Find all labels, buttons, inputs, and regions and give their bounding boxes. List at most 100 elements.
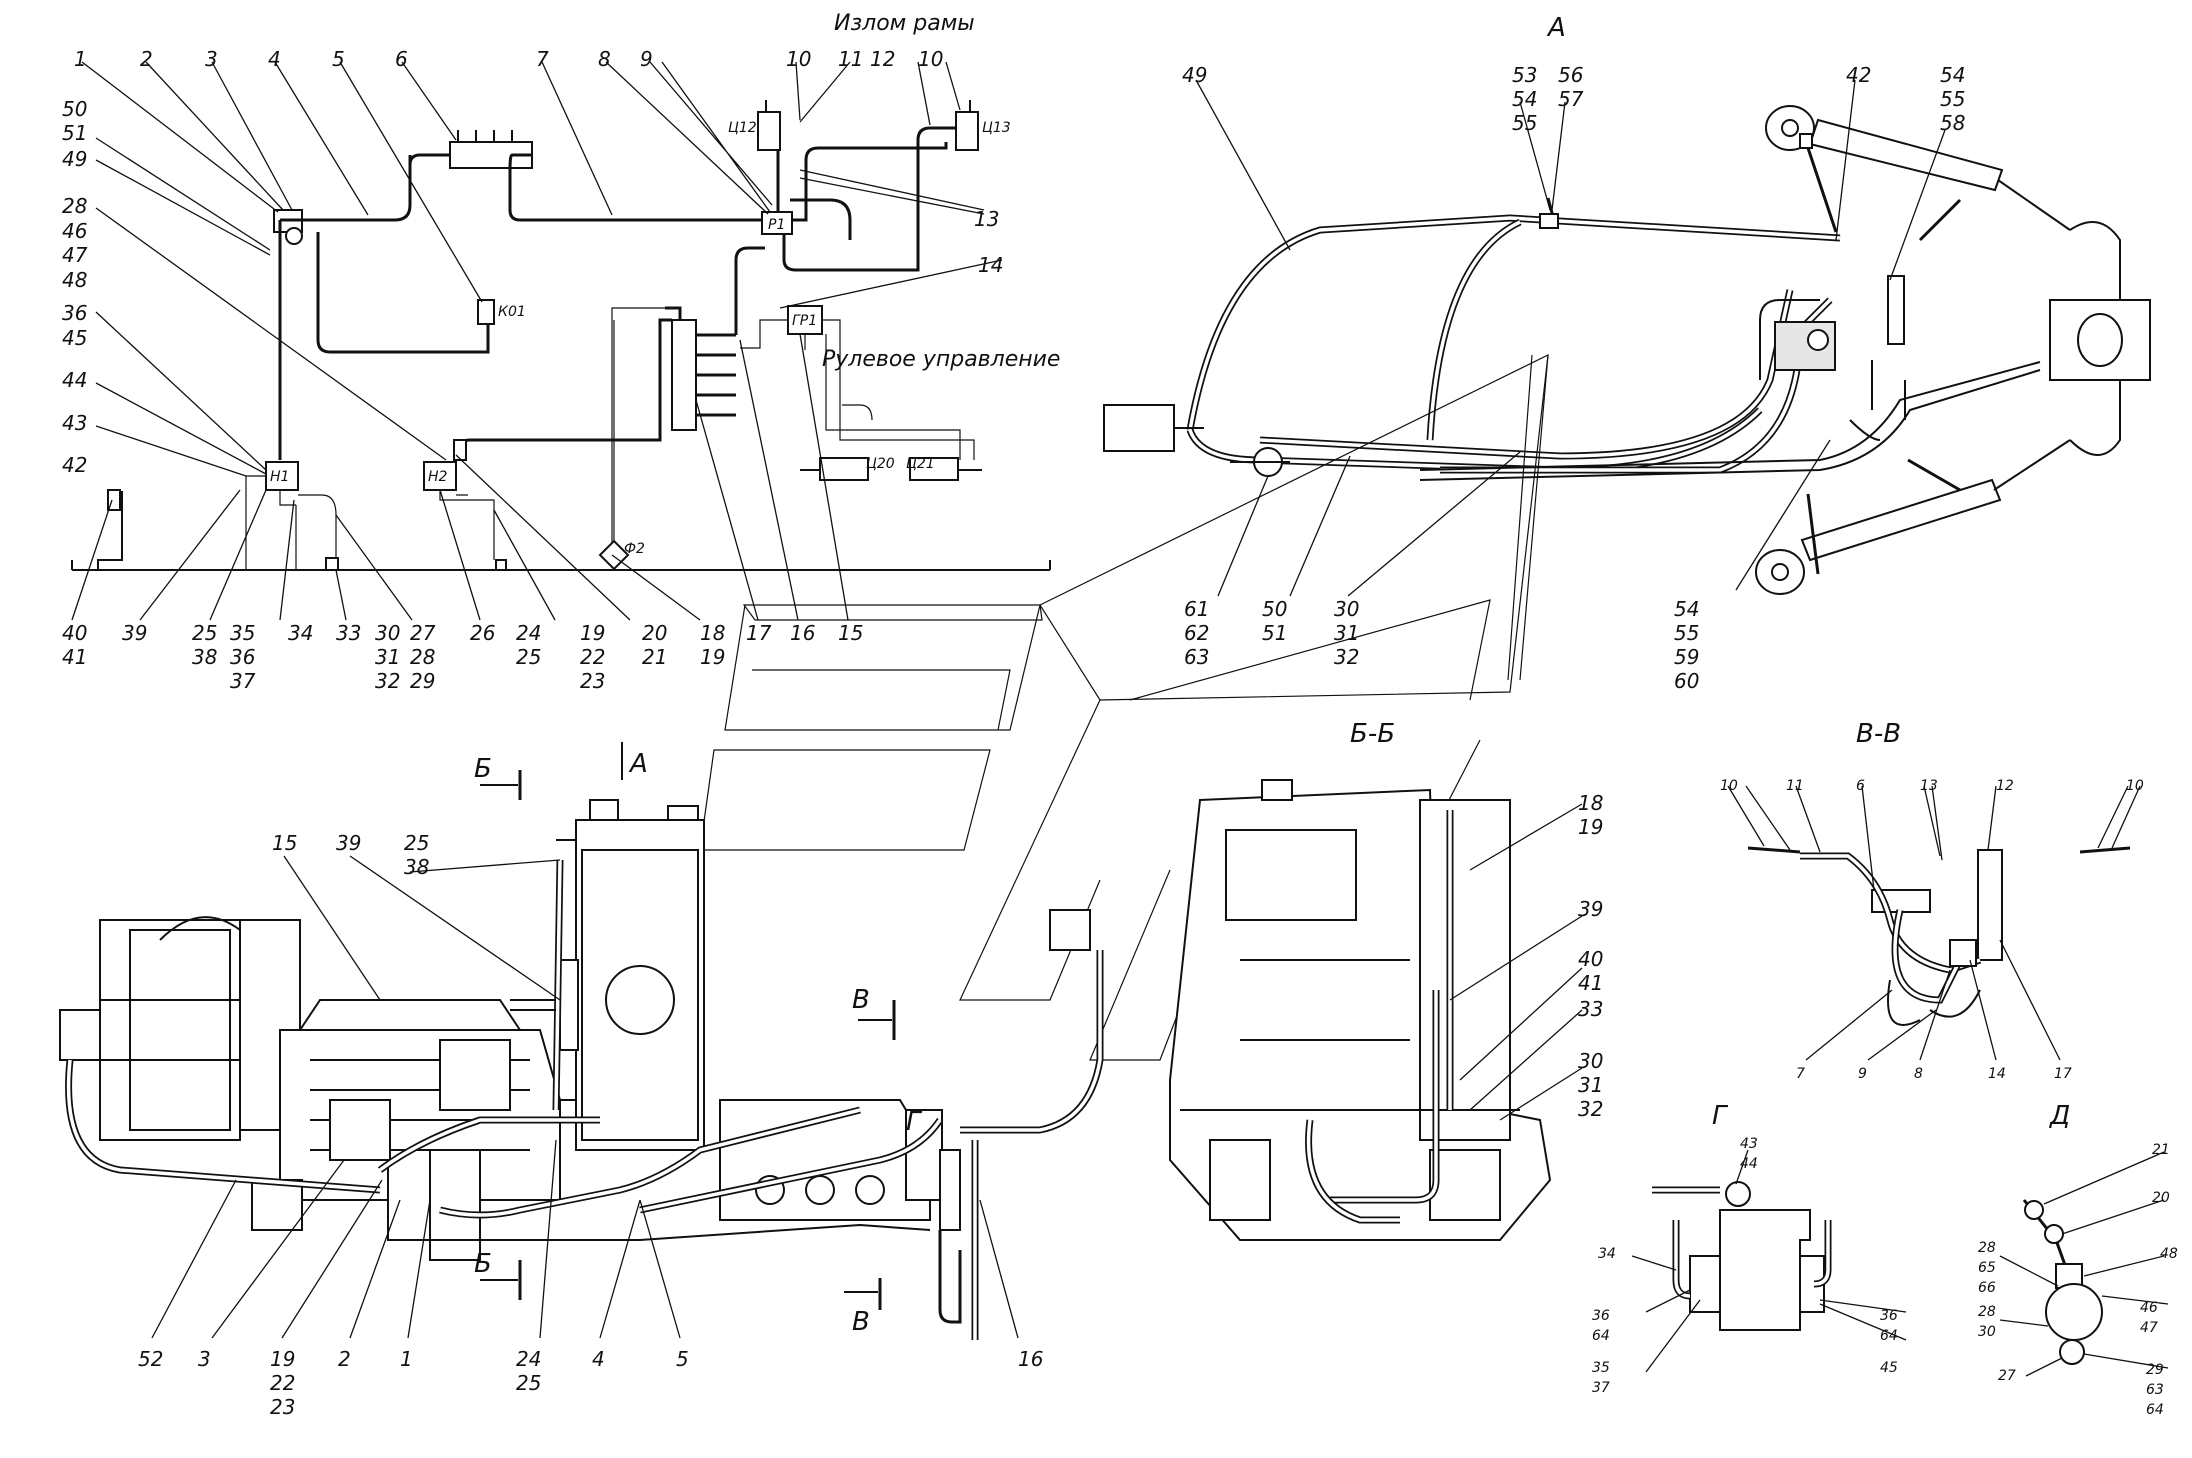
view-g-callouts: 43 44 34 36 64 35 37 36 64 45 xyxy=(1592,1136,1898,1396)
view-a-56: 56 xyxy=(1558,63,1583,87)
caption-section-vv: В-В xyxy=(1856,719,1901,749)
bb-33: 33 xyxy=(1578,997,1603,1021)
label-n2: Н2 xyxy=(428,469,448,485)
steering-distributor xyxy=(671,319,697,431)
label-c12: Ц12 xyxy=(728,120,757,136)
label-gr1: ГР1 xyxy=(792,313,817,329)
bb-39: 39 xyxy=(1578,897,1603,921)
main-4: 4 xyxy=(592,1347,605,1371)
callout-bottom-34: 34 xyxy=(288,621,313,645)
callout-bottom-29: 29 xyxy=(410,669,435,693)
callout-bottom-31: 31 xyxy=(375,645,400,669)
g-43: 43 xyxy=(1740,1136,1758,1152)
cylinder-c12 xyxy=(757,111,781,151)
view-a-62: 62 xyxy=(1184,621,1209,645)
vv-10a: 10 xyxy=(1720,778,1738,794)
callout-top-9: 9 xyxy=(640,47,653,71)
callout-bottom-33: 33 xyxy=(336,621,361,645)
g-36: 36 xyxy=(1592,1308,1610,1324)
label-c20: Ц20 xyxy=(866,456,895,472)
callout-top-3: 3 xyxy=(205,47,218,71)
cut-b-bottom: Б xyxy=(474,1249,492,1279)
bb-30: 30 xyxy=(1578,1049,1603,1073)
view-a-54c: 54 xyxy=(1674,597,1699,621)
d-46: 46 xyxy=(2140,1300,2158,1316)
k01-valve xyxy=(477,299,495,325)
main-view-callouts: 15 39 25 38 52 3 19 22 23 2 1 24 25 4 5 … xyxy=(138,831,1043,1419)
cut-b-top: Б xyxy=(474,754,492,784)
callout-top-1: 1 xyxy=(74,47,87,71)
d-28b: 28 xyxy=(1978,1304,1996,1320)
view-a-60: 60 xyxy=(1674,669,1699,693)
callout-bottom-38: 38 xyxy=(192,645,217,669)
callout-bottom-26: 26 xyxy=(470,621,495,645)
main-16: 16 xyxy=(1018,1347,1043,1371)
callout-bottom-36: 36 xyxy=(230,645,255,669)
main-24: 24 xyxy=(516,1347,541,1371)
g-34: 34 xyxy=(1598,1246,1616,1262)
callout-left-47: 47 xyxy=(62,243,88,267)
callout-left-43: 43 xyxy=(62,411,87,435)
callout-left-46: 46 xyxy=(62,219,87,243)
callout-left-48: 48 xyxy=(62,268,87,292)
callout-left-36: 36 xyxy=(62,301,87,325)
main-side-view: Б Б В В А Г xyxy=(59,742,1104,1340)
callout-bottom-25b: 25 xyxy=(516,645,541,669)
g-37: 37 xyxy=(1592,1380,1610,1396)
label-k01: К01 xyxy=(498,304,526,320)
callout-bottom-17: 17 xyxy=(746,621,772,645)
callout-right-14: 14 xyxy=(978,253,1003,277)
view-g: Г xyxy=(1631,1101,1907,1373)
label-f2: Ф2 xyxy=(624,541,645,557)
view-a-63: 63 xyxy=(1184,645,1209,669)
main-22: 22 xyxy=(270,1371,295,1395)
callout-bottom-19: 19 xyxy=(580,621,605,645)
callout-bottom-24: 24 xyxy=(516,621,541,645)
caption-view-a: А xyxy=(1546,13,1566,43)
callout-bottom-18: 18 xyxy=(700,621,725,645)
view-a-arrow: А xyxy=(628,749,648,779)
vv-11: 11 xyxy=(1786,778,1804,794)
callout-left-45: 45 xyxy=(62,326,87,350)
section-bb-callouts: 18 19 39 40 41 33 30 31 32 xyxy=(1578,791,1603,1121)
d-65: 65 xyxy=(1978,1260,1996,1276)
pump-n1 xyxy=(265,461,299,491)
g-45: 45 xyxy=(1880,1360,1898,1376)
d-63: 63 xyxy=(2146,1382,2164,1398)
view-a-55: 55 xyxy=(1512,111,1537,135)
view-a-54b: 54 xyxy=(1940,63,1965,87)
vv-10b: 10 xyxy=(2126,778,2144,794)
callout-top-7: 7 xyxy=(536,47,549,71)
g-35: 35 xyxy=(1592,1360,1610,1376)
view-a: А xyxy=(1103,13,2151,681)
callout-bottom-40: 40 xyxy=(62,621,87,645)
g-64: 64 xyxy=(1592,1328,1610,1344)
callout-bottom-37: 37 xyxy=(230,669,256,693)
vv-7: 7 xyxy=(1796,1066,1805,1082)
label-c13: Ц13 xyxy=(982,120,1011,136)
view-a-51: 51 xyxy=(1262,621,1287,645)
view-d: Д xyxy=(1999,1101,2169,1377)
section-vv-callouts: 10 11 6 13 12 10 7 9 8 14 17 xyxy=(1720,778,2144,1082)
callout-bottom-16: 16 xyxy=(790,621,815,645)
bb-41: 41 xyxy=(1578,971,1603,995)
d-64: 64 xyxy=(2146,1402,2164,1418)
d-29: 29 xyxy=(2146,1362,2164,1378)
callout-bottom-20: 20 xyxy=(642,621,667,645)
bb-40: 40 xyxy=(1578,947,1603,971)
cylinder-c20 xyxy=(819,457,869,481)
view-a-50: 50 xyxy=(1262,597,1287,621)
view-a-53: 53 xyxy=(1512,63,1537,87)
callout-top-2: 2 xyxy=(140,47,153,71)
caption-section-bb: Б-Б xyxy=(1350,719,1395,749)
vv-17: 17 xyxy=(2054,1066,2072,1082)
main-19: 19 xyxy=(270,1347,295,1371)
view-a-32: 32 xyxy=(1334,645,1359,669)
callout-bottom-15: 15 xyxy=(838,621,863,645)
callout-bottom-21: 21 xyxy=(642,645,667,669)
main-15: 15 xyxy=(272,831,297,855)
d-47: 47 xyxy=(2140,1320,2158,1336)
view-a-callouts: 49 53 54 55 56 57 42 54 55 58 61 62 63 5… xyxy=(1182,63,1965,693)
main-39: 39 xyxy=(336,831,361,855)
callout-bottom-19b: 19 xyxy=(700,645,725,669)
